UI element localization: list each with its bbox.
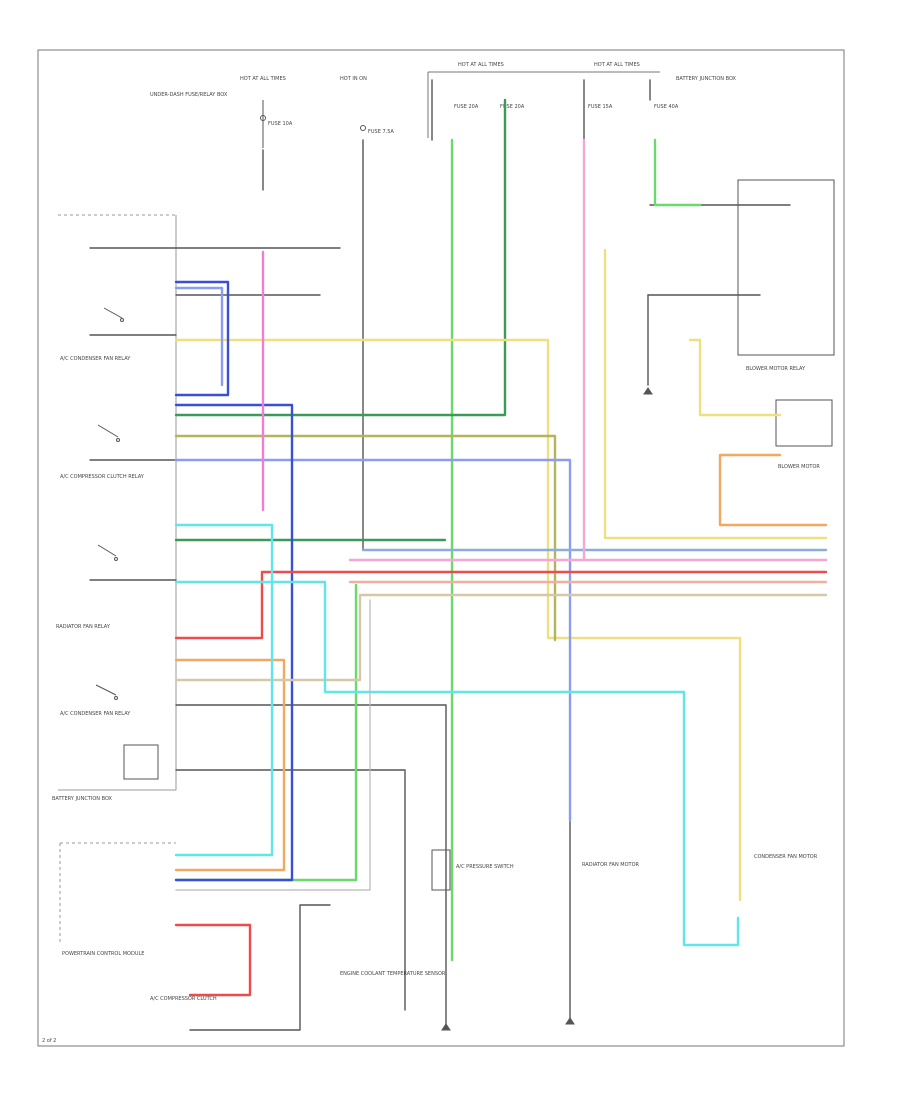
- wire-grey: [175, 599, 371, 891]
- relay-label-4: A/C CONDENSER FAN RELAY: [60, 711, 131, 717]
- fuse-label-4: FUSE 20A: [500, 104, 525, 110]
- pressure-switch-label: A/C PRESSURE SWITCH: [456, 864, 514, 870]
- wire-pink-long: [348, 138, 828, 562]
- wire-light-blue-b: [174, 286, 224, 387]
- hot-label-d: HOT AT ALL TIMES: [594, 62, 640, 68]
- battery-box-label: BATTERY JUNCTION BOX: [676, 76, 737, 82]
- wire-orange-right: [718, 453, 828, 527]
- condenser-sensor-box: [123, 744, 159, 780]
- condenser-fan-label: CONDENSER FAN MOTOR: [754, 854, 818, 860]
- fuse-icon: [260, 100, 266, 148]
- page-footer: 2 of 2: [42, 1038, 56, 1044]
- sensor-label: ENGINE COOLANT TEMPERATURE SENSOR: [340, 971, 446, 977]
- wire-blue-b: [174, 403, 294, 882]
- wire-orange: [174, 658, 286, 872]
- hot-label-c: HOT AT ALL TIMES: [458, 62, 504, 68]
- wire-cyan-2: [174, 580, 740, 947]
- wire-red: [174, 570, 828, 640]
- wire-green-2: [653, 138, 702, 207]
- blower-motor-box: [775, 399, 833, 447]
- blower-relay-box: [737, 179, 835, 356]
- wire-green-pcm: [174, 583, 358, 882]
- wire-red-pcm: [174, 923, 252, 997]
- wire-yellow-3: [688, 338, 782, 417]
- wire-olive: [174, 434, 557, 642]
- fuse-box-label: UNDER-DASH FUSE/RELAY BOX: [150, 92, 228, 98]
- relay-label-3: RADIATOR FAN RELAY: [56, 624, 111, 630]
- wire-yellow: [174, 338, 742, 902]
- relay-label-1: A/C CONDENSER FAN RELAY: [60, 356, 131, 362]
- black-wires: [89, 79, 791, 1031]
- relay-switch-icon: [95, 307, 124, 700]
- blower-relay-label: BLOWER MOTOR RELAY: [746, 366, 806, 372]
- pcm-module: [59, 842, 176, 945]
- radiator-fan-label: RADIATOR FAN MOTOR: [582, 862, 640, 868]
- fuse-label-2: FUSE 7.5A: [368, 129, 394, 135]
- wire-dark-green: [174, 98, 507, 417]
- diagram-border: [37, 49, 845, 1047]
- fuse-label-1: FUSE 10A: [268, 121, 293, 127]
- fuse-icon: [360, 125, 366, 131]
- blower-motor-label: BLOWER MOTOR: [778, 464, 820, 470]
- pressure-switch-box: [431, 849, 451, 891]
- hot-label-b: HOT IN ON: [340, 76, 367, 82]
- clutch-label: A/C COMPRESSOR CLUTCH: [150, 996, 217, 1002]
- relay-label-2: A/C COMPRESSOR CLUTCH RELAY: [60, 474, 145, 480]
- fuse-label-5: FUSE 15A: [588, 104, 613, 110]
- wire-blue-a: [174, 280, 230, 397]
- pcm-label: POWERTRAIN CONTROL MODULE: [62, 951, 144, 957]
- fuse-label-6: FUSE 40A: [654, 104, 679, 110]
- fuse-label-3: FUSE 20A: [454, 104, 479, 110]
- wire-cyan: [174, 523, 274, 857]
- wire-yellow-2: [603, 248, 828, 540]
- battery-box-bottom-label: BATTERY JUNCTION BOX: [52, 796, 113, 802]
- hot-label-a: HOT AT ALL TIMES: [240, 76, 286, 82]
- wire-tan: [174, 593, 828, 682]
- wire-light-blue: [174, 458, 572, 822]
- ground-icon: [441, 387, 653, 1031]
